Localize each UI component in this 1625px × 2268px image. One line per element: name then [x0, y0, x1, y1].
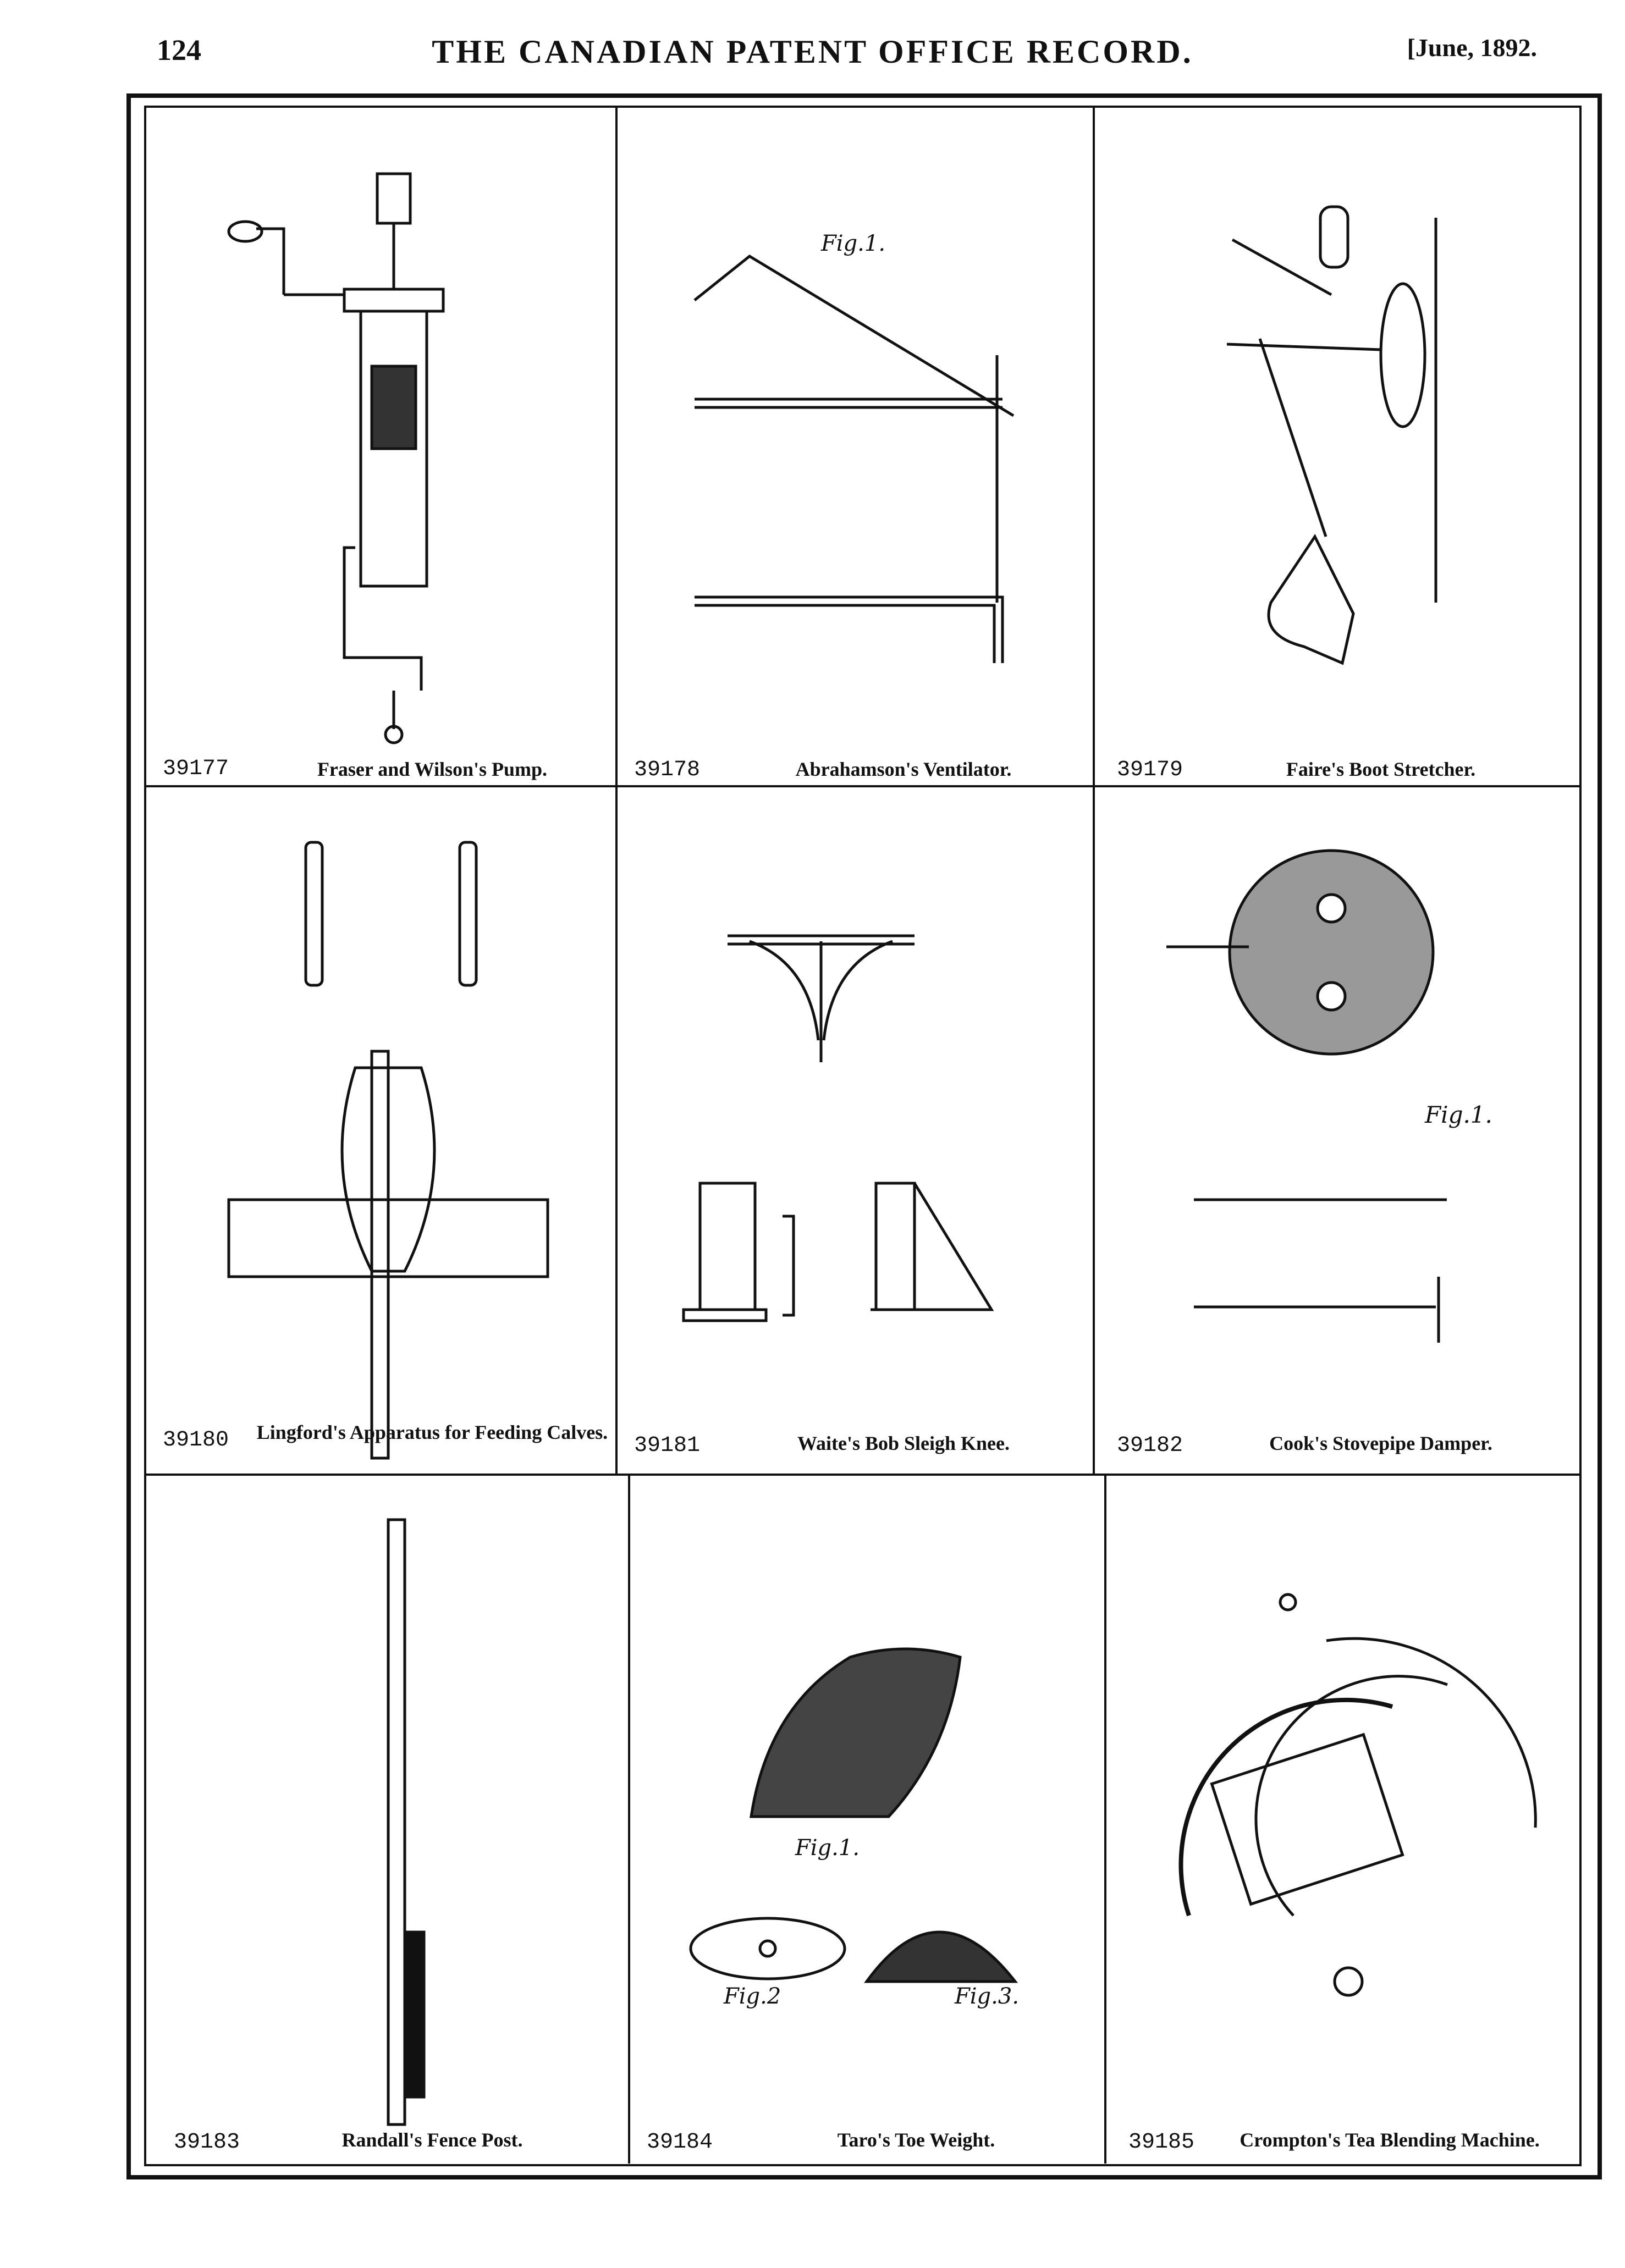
- patent-title: Randall's Fence Post.: [341, 2129, 523, 2151]
- sleigh-knee-illustration: [682, 934, 994, 1322]
- column-divider: [1093, 106, 1095, 1475]
- patent-cell-39183: 39183 Randall's Fence Post.: [146, 1476, 628, 2163]
- fence-post-illustration: [387, 1518, 426, 2126]
- patent-cell-39177: 39177 Fraser and Wilson's Pump.: [146, 108, 615, 785]
- figure-label: Fig.1.: [820, 231, 885, 256]
- page-frame: [126, 93, 1602, 2179]
- row-divider: [146, 1474, 1579, 1476]
- patent-number: 39177: [163, 757, 229, 781]
- patent-cell-39181: 39181 Waite's Bob Sleigh Knee.: [618, 787, 1093, 1474]
- patent-cell-39179: 39179 Faire's Boot Stretcher.: [1095, 108, 1577, 785]
- page-number: 124: [157, 34, 201, 67]
- patent-number: 39183: [174, 2130, 240, 2155]
- patent-number: 39184: [647, 2130, 713, 2155]
- patent-number: 39178: [634, 758, 701, 782]
- toe-weight-illustration: Fig.1. Fig.2 Fig.3.: [689, 1647, 1019, 2009]
- patent-title: Crompton's Tea Blending Machine.: [1240, 2129, 1540, 2151]
- patent-cell-39182: Fig.1. 39182 Cook's Stovepipe Damper.: [1095, 787, 1577, 1474]
- patent-title: Fraser and Wilson's Pump.: [317, 758, 548, 780]
- pump-illustration: [227, 172, 445, 744]
- patent-number: 39181: [634, 1433, 701, 1458]
- figure-label: Fig.2: [723, 1984, 781, 2009]
- column-divider: [1104, 1474, 1106, 2164]
- figure-label: Fig.1.: [1424, 1101, 1492, 1128]
- calf-feeder-illustration: [227, 841, 549, 1460]
- column-divider: [615, 106, 618, 1475]
- patent-number: 39180: [163, 1428, 229, 1453]
- patent-number: 39185: [1128, 2130, 1195, 2155]
- patent-number: 39179: [1117, 758, 1183, 782]
- patent-cell-39185: 39185 Crompton's Tea Blending Machine.: [1106, 1476, 1577, 2163]
- patent-title: Lingford's Apparatus for Feeding Calves.: [256, 1421, 608, 1443]
- ventilator-illustration: Fig.1.: [693, 231, 1015, 663]
- issue-date: [June, 1892.: [1407, 34, 1537, 62]
- patent-number: 39182: [1117, 1433, 1183, 1458]
- figure-label: Fig.1.: [795, 1835, 860, 1861]
- patent-cell-39178: Fig.1. 39178 Abrahamson's Ventilator.: [618, 108, 1093, 785]
- tea-blender-illustration: [1178, 1593, 1537, 1997]
- patent-title: Waite's Bob Sleigh Knee.: [797, 1432, 1010, 1454]
- figure-label: Fig.3.: [954, 1984, 1019, 2009]
- row-divider: [146, 785, 1579, 787]
- grid-frame: [144, 106, 1582, 2166]
- patent-title: Taro's Toe Weight.: [837, 2129, 995, 2151]
- damper-illustration: Fig.1.: [1166, 849, 1492, 1343]
- patent-title: Abrahamson's Ventilator.: [795, 758, 1012, 780]
- patent-cell-39180: 39180 Lingford's Apparatus for Feeding C…: [146, 787, 615, 1474]
- patent-title: Faire's Boot Stretcher.: [1286, 758, 1476, 780]
- page-title: THE CANADIAN PATENT OFFICE RECORD.: [432, 34, 1193, 70]
- patent-title: Cook's Stovepipe Damper.: [1269, 1432, 1492, 1454]
- column-divider: [628, 1474, 630, 2164]
- boot-stretcher-illustration: [1226, 205, 1437, 665]
- patent-cell-39184: Fig.1. Fig.2 Fig.3. 39184 Taro's Toe Wei…: [630, 1476, 1104, 2163]
